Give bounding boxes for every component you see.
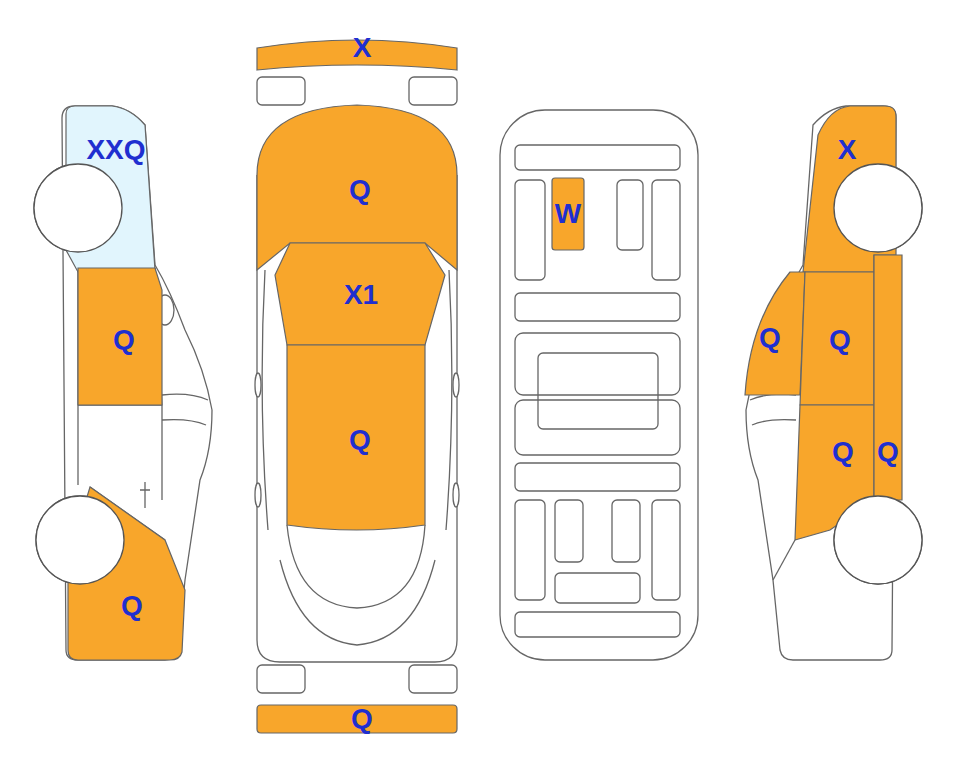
panel-outline <box>257 705 457 733</box>
panel-outline <box>800 272 874 405</box>
damage-panel: Q <box>66 485 187 662</box>
damage-code: Q <box>829 326 851 354</box>
wheel <box>834 496 922 584</box>
top-view <box>255 77 459 693</box>
panel-outline <box>287 345 425 530</box>
damage-panel: Q <box>285 343 427 537</box>
panel-outline <box>745 272 805 395</box>
damage-code: Q <box>877 438 899 466</box>
damage-panel: X <box>255 34 459 72</box>
damage-code: Q <box>113 326 135 354</box>
panel-outline <box>874 255 902 500</box>
damage-panel: Q <box>872 253 904 502</box>
damage-panel: Q <box>255 703 459 735</box>
damage-code: Q <box>349 176 371 204</box>
damage-panel: W <box>550 176 586 252</box>
damage-code: X <box>353 34 372 62</box>
panel-outline <box>275 243 445 345</box>
wheel <box>834 164 922 252</box>
wheel <box>34 164 122 252</box>
damage-code: X <box>838 136 857 164</box>
damage-code: Q <box>832 438 854 466</box>
underside-view <box>500 110 698 660</box>
left-side-view <box>34 106 212 660</box>
panel-outline <box>78 268 162 405</box>
damage-panel: X <box>798 104 904 274</box>
damage-code: X1 <box>344 281 378 309</box>
panel-shape <box>58 104 158 274</box>
damage-panel: Q <box>798 268 876 407</box>
panel-shape <box>798 104 904 274</box>
panel-shape <box>66 485 187 662</box>
panel-outline <box>552 178 584 250</box>
damage-panel: Q <box>76 266 164 407</box>
damage-code: XXQ <box>86 136 145 164</box>
wheel <box>36 496 124 584</box>
damage-panel: Q <box>743 270 807 397</box>
damage-code: Q <box>351 705 373 733</box>
damage-code: Q <box>759 324 781 352</box>
right-side-view <box>746 106 922 660</box>
damage-panel: XXQ <box>58 104 158 274</box>
damage-code: Q <box>121 592 143 620</box>
damage-code: Q <box>349 426 371 454</box>
damage-panel: X1 <box>273 241 447 347</box>
damage-code: W <box>555 200 581 228</box>
